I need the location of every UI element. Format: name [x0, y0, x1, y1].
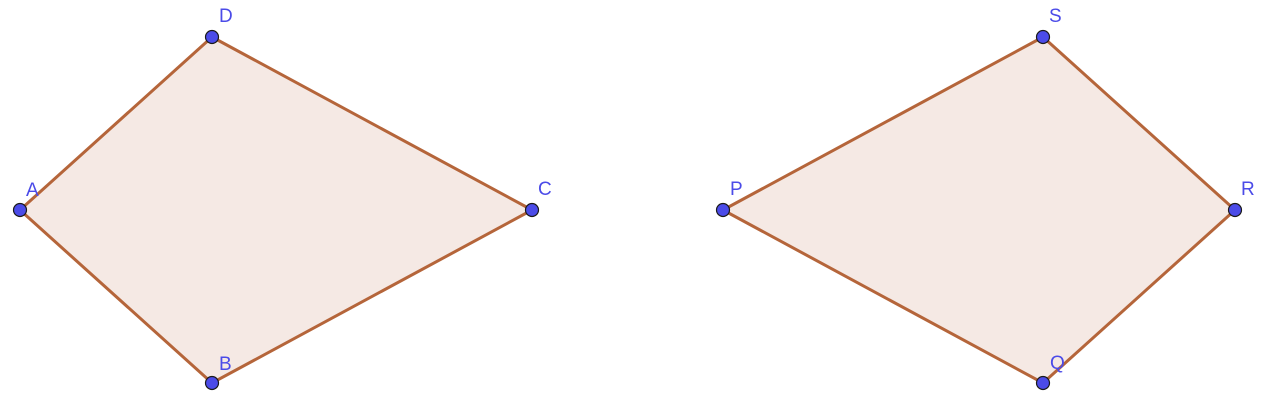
polygon-pqrs — [721, 35, 1237, 385]
point-p[interactable] — [715, 202, 731, 218]
label-b: B — [219, 354, 232, 375]
point-r[interactable] — [1227, 202, 1243, 218]
label-r: R — [1241, 179, 1255, 200]
point-c[interactable] — [524, 202, 540, 218]
label-p: P — [730, 179, 743, 200]
label-q: Q — [1050, 353, 1065, 374]
point-a[interactable] — [12, 202, 28, 218]
quadrilateral-pqrs: P Q R S — [715, 6, 1255, 391]
point-s[interactable] — [1035, 29, 1051, 45]
point-d[interactable] — [204, 29, 220, 45]
polygon-abcd — [18, 35, 534, 385]
label-s: S — [1049, 6, 1062, 27]
quadrilateral-abcd: A B C D — [12, 6, 552, 391]
label-d: D — [219, 6, 233, 27]
point-q[interactable] — [1035, 375, 1051, 391]
point-b[interactable] — [204, 375, 220, 391]
label-a: A — [26, 180, 39, 201]
label-c: C — [538, 179, 552, 200]
